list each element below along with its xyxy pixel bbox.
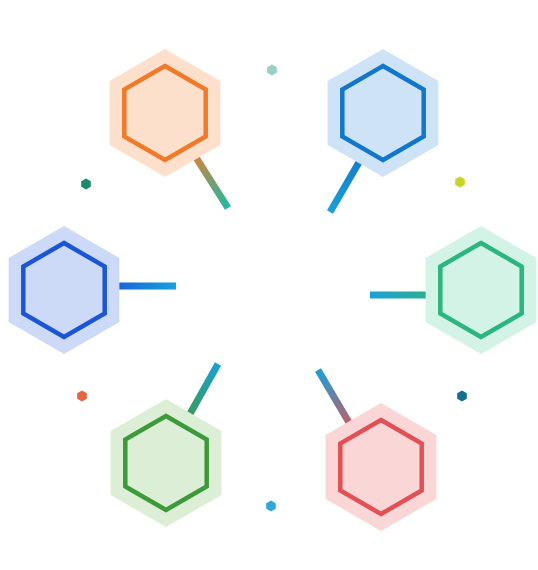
hexagon-node-bottom-left — [123, 413, 209, 513]
dot-upper-right-marker — [455, 176, 465, 188]
hexagons-layer — [21, 63, 524, 517]
hexagon-node-mid-right — [438, 240, 524, 340]
dots-layer — [77, 64, 467, 512]
dot-lower-left-marker — [77, 390, 87, 402]
dot-upper-left-marker — [81, 178, 91, 190]
hexagon-node-top-right — [340, 63, 426, 163]
dot-bottom-marker — [266, 500, 276, 512]
hexagon-node-top-left — [122, 63, 208, 163]
connectors-layer — [104, 146, 441, 438]
hexagon-node-mid-left — [21, 240, 107, 340]
dot-lower-right-marker — [457, 390, 467, 402]
hexagon-node-bottom-right — [338, 417, 424, 517]
halos-layer — [8, 49, 537, 531]
dot-top-marker — [267, 64, 277, 76]
